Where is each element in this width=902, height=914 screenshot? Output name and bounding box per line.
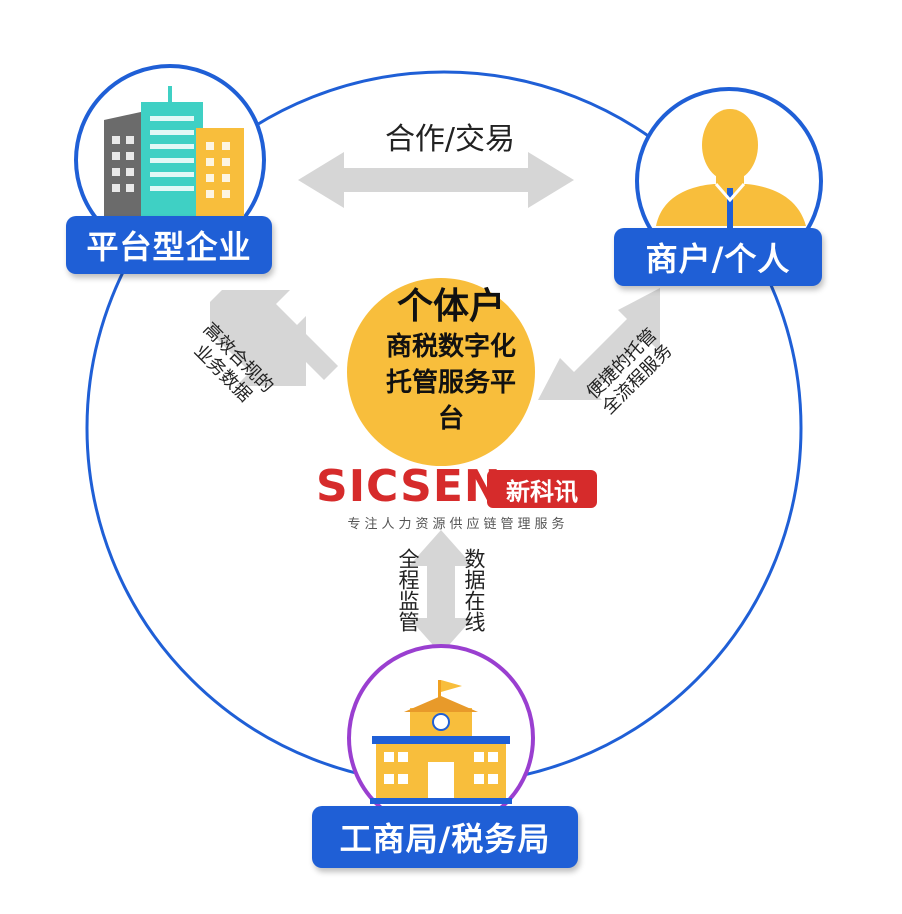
tax-label: 工商局/税务局 bbox=[312, 806, 578, 868]
edge-label-top: 合作/交易 bbox=[384, 122, 516, 157]
brand-logo-tag: 新科讯 bbox=[487, 470, 597, 508]
edge-label-bottom-left: 全程监管 bbox=[396, 548, 420, 632]
center-line2: 托管服务平 bbox=[385, 368, 516, 398]
person-silhouette-icon bbox=[656, 109, 806, 228]
brand-logo-latin: SICSEN bbox=[316, 461, 502, 512]
center-platform-text: 个体户 商税数字化 托管服务平 台 bbox=[344, 285, 558, 437]
arrow-top bbox=[298, 152, 574, 208]
edge-label-bottom-right: 数据在线 bbox=[462, 548, 486, 632]
center-disc bbox=[347, 278, 535, 466]
government-building-icon bbox=[370, 680, 512, 804]
center-line3: 台 bbox=[437, 404, 464, 434]
arrow-right-diagonal bbox=[538, 288, 660, 400]
brand-slogan: 专注人力资源供应链管理服务 bbox=[347, 517, 569, 532]
merchant-label: 商户/个人 bbox=[614, 228, 822, 286]
arrow-vertical bbox=[409, 530, 473, 654]
center-line1: 商税数字化 bbox=[385, 332, 516, 362]
brand-logo-latin-text: SICSEN bbox=[316, 461, 502, 512]
center-title: 个体户 bbox=[396, 286, 505, 327]
arrow-left-diagonal bbox=[210, 290, 338, 386]
platform-label: 平台型企业 bbox=[66, 216, 272, 274]
city-buildings-icon bbox=[104, 86, 244, 230]
